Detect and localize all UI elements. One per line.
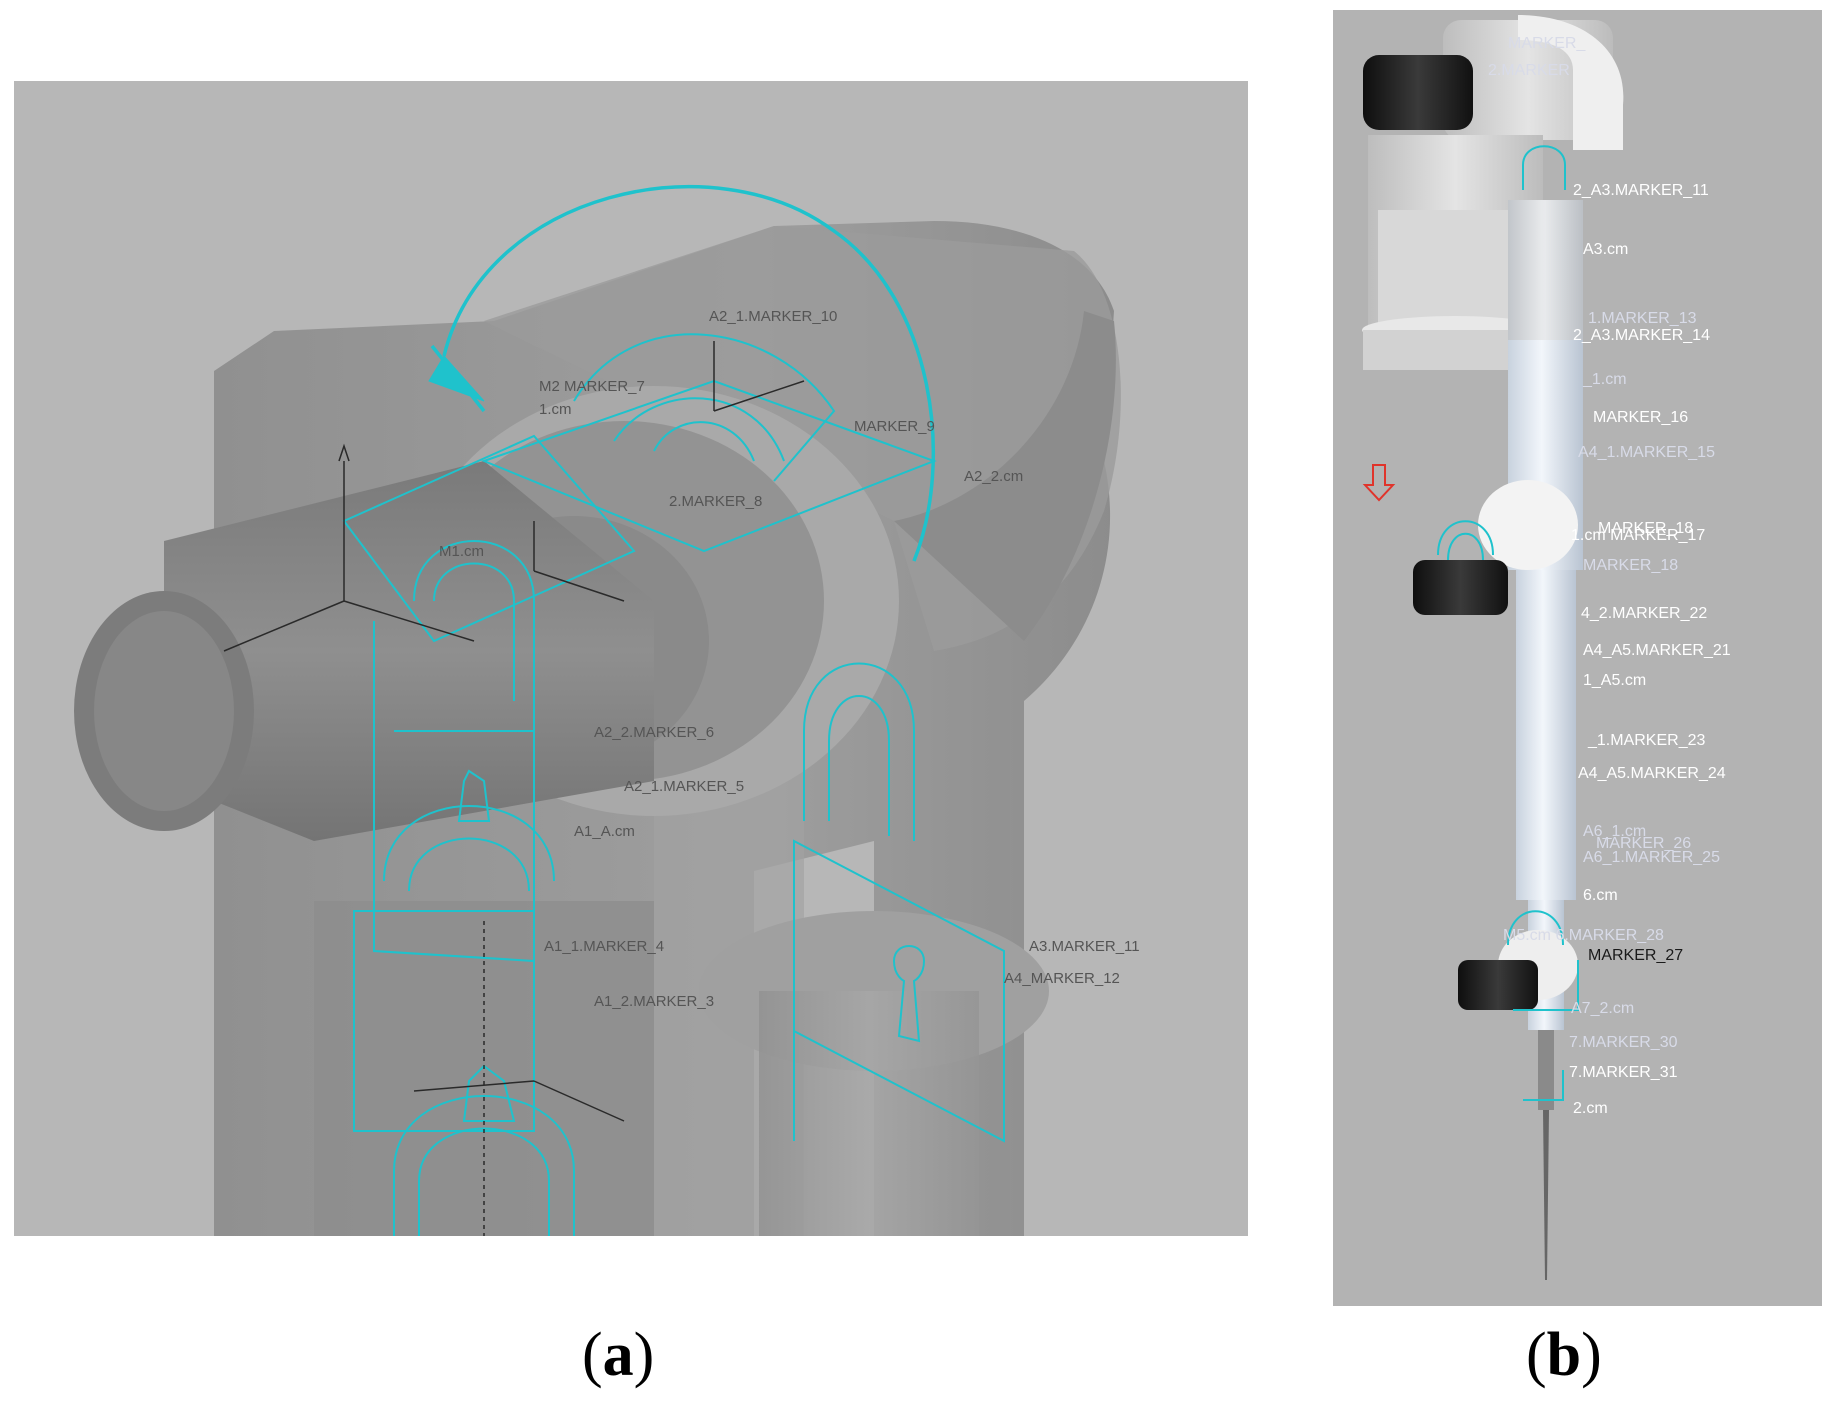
- label-marker-23: _1.MARKER_23: [1587, 732, 1705, 749]
- panel-a-viewport[interactable]: A2_1.MARKER_10 M2 MARKER_7 1.cm MARKER_9…: [14, 81, 1248, 1236]
- motor-2: [1413, 560, 1508, 615]
- motor-3: [1458, 960, 1538, 1010]
- panel-a-scene: A2_1.MARKER_10 M2 MARKER_7 1.cm MARKER_9…: [74, 184, 1140, 1236]
- label-a4-2-marker-22: 4_2.MARKER_22: [1581, 605, 1707, 622]
- motor-1: [1363, 55, 1473, 130]
- label-a3-cm: A3.cm: [1583, 241, 1628, 258]
- caption-a: (a): [582, 1321, 655, 1389]
- label-marker-27: MARKER_27: [1588, 947, 1683, 964]
- label-a2-1-marker-10: A2_1.MARKER_10: [709, 308, 837, 325]
- label-marker-2: 2.MARKER: [1488, 62, 1570, 79]
- label-a4-1-cm: _1.cm: [1582, 371, 1627, 388]
- label-m1-cm: M1.cm: [439, 543, 484, 560]
- label-a1-cm: 1.cm: [539, 401, 572, 418]
- caption-b: (b): [1526, 1321, 1602, 1389]
- label-a6-1-cm: A6_1.cm: [1583, 823, 1646, 840]
- cyan-wireframe-b: [1437, 145, 1579, 1101]
- label-a6-1-marker-25: A6_1.MARKER_25: [1583, 849, 1720, 866]
- label-a7-cm: A7_2.cm: [1571, 1000, 1634, 1017]
- label-a5-cm: 1_A5.cm: [1583, 672, 1646, 689]
- label-a1-2-marker-3: A1_2.MARKER_3: [594, 993, 714, 1010]
- label-a4-a5-marker-24: A4_A5.MARKER_24: [1578, 765, 1726, 782]
- label-a4-marker-12: A4_MARKER_12: [1004, 970, 1120, 987]
- label-marker-31: 7.MARKER_31: [1569, 1064, 1678, 1081]
- label-a3-marker-14: 2_A3.MARKER_14: [1573, 327, 1710, 344]
- label-marker-18: MARKER_18: [1583, 557, 1678, 574]
- cyan-wireframe: [342, 184, 1005, 1236]
- label-a2-1-marker-5: A2_1.MARKER_5: [624, 778, 744, 795]
- label-marker-17: 1.cm MARKER_17: [1571, 527, 1705, 544]
- label-a7-2-cm: 2.cm: [1573, 1100, 1608, 1117]
- label-marker-26: MARKER_26: [1596, 835, 1691, 852]
- label-marker-top: MARKER_: [1508, 35, 1586, 52]
- panel-b-labels: MARKER_ 2.MARKER 2_A3.MARKER_11 A3.cm 1.…: [1488, 35, 1731, 1117]
- label-a2-2-marker-6: A2_2.MARKER_6: [594, 724, 714, 741]
- label-a6-cm: 6.cm: [1583, 887, 1618, 904]
- motor-shaft: [74, 461, 654, 841]
- panel-a-labels: A2_1.MARKER_10 M2 MARKER_7 1.cm MARKER_9…: [439, 308, 1140, 1010]
- panel-b-viewport[interactable]: MARKER_ 2.MARKER 2_A3.MARKER_11 A3.cm 1.…: [1333, 10, 1822, 1306]
- label-marker-16: MARKER_16: [1593, 409, 1688, 426]
- label-a2-2-cm: A2_2.cm: [964, 468, 1023, 485]
- panel-b-scene: MARKER_ 2.MARKER 2_A3.MARKER_11 A3.cm 1.…: [1362, 15, 1731, 1280]
- label-marker-13: 1.MARKER_13: [1588, 310, 1697, 327]
- label-a4-a5-marker-21: A4_A5.MARKER_21: [1583, 642, 1731, 659]
- motors: [1363, 55, 1538, 1010]
- label-a1-a-cm: A1_A.cm: [574, 823, 635, 840]
- label-marker-9: MARKER_9: [854, 418, 935, 435]
- label-marker-30: 7.MARKER_30: [1569, 1034, 1678, 1051]
- label-m2-marker-7: M2 MARKER_7: [539, 378, 645, 395]
- caption-b-letter: b: [1546, 1321, 1582, 1389]
- label-marker-8: 2.MARKER_8: [669, 493, 762, 510]
- label-a1-1-marker-4: A1_1.MARKER_4: [544, 938, 664, 955]
- label-a3-marker-11: 2_A3.MARKER_11: [1573, 182, 1709, 199]
- label-a4-1-marker-15: A4_1.MARKER_15: [1578, 444, 1715, 461]
- label-marker-18-faint: MARKER_18: [1598, 520, 1693, 537]
- label-a3-marker-11: A3.MARKER_11: [1029, 938, 1140, 955]
- vertical-arm: [1508, 200, 1583, 1280]
- label-marker-28: M5.cm 6.MARKER_28: [1503, 927, 1664, 944]
- force-arrow: [1362, 464, 1396, 502]
- caption-a-letter: a: [602, 1321, 634, 1389]
- coordinate-axes: [223, 341, 805, 1236]
